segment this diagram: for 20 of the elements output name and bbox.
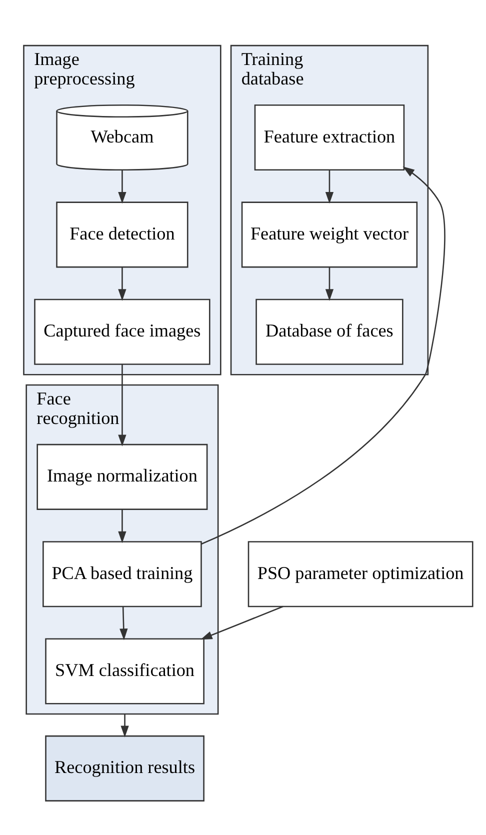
arrow [118,509,126,543]
node-box: Recognition results [45,734,204,801]
node-box: Database of faces [256,298,404,364]
arrow [201,166,446,544]
arrow [120,606,128,640]
arrow [200,605,284,640]
node-box: Face detection [56,201,188,268]
node-box: Feature extraction [254,104,405,170]
arrow [118,266,126,300]
node-box: PSO parameter optimization [248,540,474,607]
arrow [325,266,334,300]
arrow [118,364,126,446]
node-box: Image normalization [36,443,208,510]
arrow [120,714,129,737]
arrow [118,170,126,204]
node-box: SVM classification [45,638,204,704]
arrow [325,170,334,204]
node-box: Captured face images [34,298,210,364]
node-box: PCA based training [42,540,202,607]
node-box: Feature weight vector [241,201,418,268]
